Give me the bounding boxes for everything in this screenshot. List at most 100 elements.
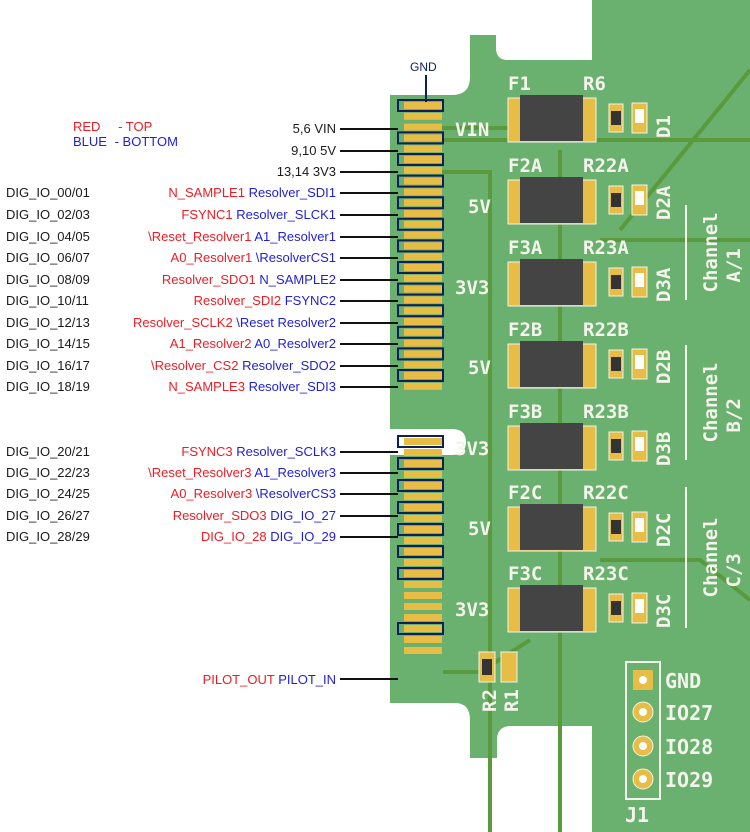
fuse-label: F3B	[508, 401, 542, 423]
edge-finger	[404, 592, 442, 599]
resistor-r1	[500, 651, 518, 683]
top-signal: FSYNC1	[181, 207, 233, 222]
signal-pair-label: \Reset_Resolver1 A1_Resolver1	[148, 229, 336, 244]
legend-red-label: RED	[73, 119, 101, 134]
bottom-side-finger	[397, 282, 444, 296]
dig-io-label: DIG_IO_02/03	[6, 207, 90, 222]
led-label: D3C	[653, 594, 675, 628]
fuse-label: F1	[508, 73, 531, 95]
edge-finger	[404, 570, 442, 577]
board-body	[390, 0, 750, 832]
bottom-side-finger	[397, 325, 444, 339]
rail-label: 3V3	[455, 277, 489, 299]
resistor-body	[611, 193, 621, 207]
resistor-body	[611, 520, 621, 534]
dig-io-label: DIG_IO_18/19	[6, 379, 90, 394]
edge-finger	[404, 199, 442, 207]
header-pin-label: IO29	[665, 768, 713, 792]
edge-finger	[404, 372, 442, 379]
pilot-top-signal: PILOT_OUT	[202, 672, 275, 687]
signal-pair-label: Resolver_SCLK2 \Reset Resolver2	[133, 315, 336, 330]
header-pin-hole	[639, 775, 647, 783]
bottom-side-finger	[397, 523, 444, 536]
led-lens	[635, 518, 644, 532]
edge-finger	[404, 253, 442, 261]
bottom-signal: A1_Resolver3	[251, 465, 336, 480]
channel-number: C/3	[723, 553, 745, 587]
rail-label: 5V	[468, 357, 491, 379]
edge-finger	[404, 482, 442, 489]
edge-finger	[404, 438, 442, 445]
bottom-signal: Resolver_SCLK3	[232, 444, 336, 459]
edge-finger	[404, 242, 442, 250]
fuse-label: F2B	[508, 319, 542, 341]
header-outline	[625, 661, 661, 800]
top-signal: N_SAMPLE3	[168, 379, 245, 394]
bottom-side-finger	[397, 479, 444, 492]
channel-number: B/2	[723, 398, 745, 432]
signal-pair-label: Resolver_SDO3 DIG_IO_27	[173, 508, 336, 523]
edge-finger	[404, 548, 442, 555]
top-signal: Resolver_SCLK2	[132, 315, 233, 330]
rail-label: 3V3	[455, 599, 489, 621]
rail-label: 5V	[468, 518, 491, 540]
edge-connector-fingers	[397, 75, 444, 654]
fuse-label: F2A	[508, 155, 543, 177]
edge-finger	[404, 603, 442, 610]
dig-io-label: DIG_IO_04/05	[6, 229, 90, 244]
bottom-side-finger	[397, 501, 444, 514]
top-signal: N_SAMPLE1	[168, 185, 245, 200]
header-pin-hole	[639, 742, 647, 750]
resistor-body	[611, 357, 621, 371]
fuse-label: F3C	[508, 563, 542, 585]
bottom-side-finger	[397, 545, 444, 558]
signal-pair-label: Resolver_SDO1 N_SAMPLE2	[162, 272, 336, 287]
signal-pair-label: A1_Resolver2 A0_Resolver2	[170, 336, 336, 351]
edge-finger	[404, 515, 442, 522]
signal-pair-label: FSYNC1 Resolver_SLCK1	[181, 207, 336, 222]
resistor-body	[611, 601, 621, 615]
top-signal: A0_Resolver3	[170, 486, 253, 501]
header-ref: J1	[625, 803, 649, 827]
bottom-signal: Resolver_SLCK1	[232, 207, 336, 222]
bottom-signal: Resolver_SDI3	[244, 379, 336, 394]
edge-finger	[404, 220, 442, 228]
bottom-signal: Resolver_SDO2	[238, 358, 336, 373]
edge-finger	[404, 296, 442, 304]
bottom-signal: N_SAMPLE2	[255, 272, 336, 287]
top-signal: \Resolver_CS2	[151, 358, 239, 373]
edge-finger	[404, 339, 442, 347]
led-label: D2B	[653, 350, 675, 384]
bottom-signal: A1_Resolver1	[251, 229, 336, 244]
bottom-signal: DIG_IO_29	[266, 529, 336, 544]
bottom-signal: \ResolverCS3	[252, 486, 336, 501]
led-label: D3B	[653, 432, 675, 466]
bottom-side-finger	[397, 174, 444, 188]
edge-finger	[404, 318, 442, 325]
channel-label: Channel	[700, 212, 722, 292]
pilot-bottom-signal: PILOT_IN	[278, 672, 336, 687]
bottom-signal: Resolver_SDI1	[244, 185, 336, 200]
led-lens	[635, 437, 644, 451]
edge-finger	[404, 350, 442, 358]
led-label: D3A	[653, 267, 675, 302]
bottom-side-finger	[397, 435, 444, 448]
legend-blue-label: BLUE	[73, 134, 107, 149]
top-signal: \Reset_Resolver3	[148, 465, 252, 480]
edge-finger	[404, 274, 442, 282]
power-pin-label: 5,6 VIN	[292, 121, 336, 136]
dig-io-label: DIG_IO_06/07	[6, 250, 90, 265]
bottom-signal: \Reset Resolver2	[232, 315, 336, 330]
legend-blue: BLUE - BOTTOM	[73, 134, 178, 149]
top-signal: A1_Resolver2	[169, 336, 252, 351]
resistor-label: R23C	[583, 563, 629, 585]
dig-io-label: DIG_IO_00/01	[6, 185, 90, 200]
resistor-label: R23A	[583, 237, 629, 259]
bottom-side-finger	[397, 217, 444, 231]
power-pin-label: 9,10 5V	[291, 143, 336, 158]
dig-io-label: DIG_IO_16/17	[6, 358, 90, 373]
bottom-side-finger	[397, 99, 444, 112]
power-pin-label: 13,14 3V3	[276, 164, 336, 179]
edge-finger	[404, 504, 442, 511]
